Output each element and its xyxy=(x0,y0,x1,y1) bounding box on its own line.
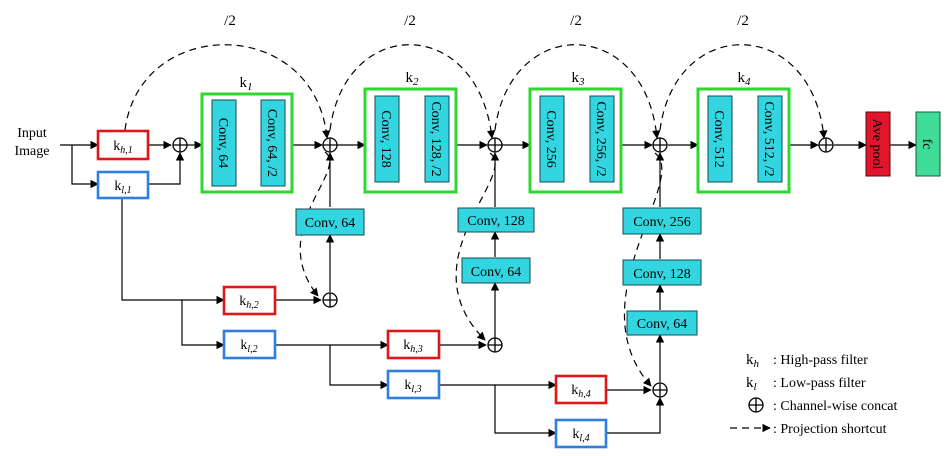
conv-block xyxy=(626,310,698,336)
low-pass-filter-box xyxy=(386,369,441,400)
conv-label: Conv, 64 xyxy=(471,265,521,280)
stage-4: k4 Conv, 512 Conv, 512, /2 xyxy=(696,70,791,194)
filter-kh1: kh,1 xyxy=(96,129,150,161)
high-pass-filter-box xyxy=(96,129,150,161)
filter-label: kh,1 xyxy=(113,139,133,156)
legend-low-symbol: kl xyxy=(746,375,757,393)
branch-3-convs: Conv, 64 Conv, 128 Conv, 256 xyxy=(622,207,702,336)
concat-node xyxy=(322,292,338,308)
conv-label: Conv, 128 xyxy=(467,214,524,229)
shortcut-label-4: /2 xyxy=(737,13,749,29)
ave-pool-block: Ave pool xyxy=(865,111,891,177)
conv-label: Conv, 128, /2 xyxy=(428,101,443,176)
filter-kl1: kl,1 xyxy=(96,170,150,200)
input-label-line1: Input xyxy=(17,126,47,141)
conv-block xyxy=(295,208,365,236)
filter-label: kh,3 xyxy=(403,338,423,355)
stage-frame xyxy=(696,87,791,194)
legend-concat-icon xyxy=(748,397,764,413)
legend-high-symbol: kh xyxy=(746,352,760,370)
conv-label: Conv, 64, /2 xyxy=(264,109,279,177)
filter-label: kl,2 xyxy=(240,338,257,355)
input-label-line2: Image xyxy=(15,144,50,159)
stage-label: k4 xyxy=(738,70,752,88)
stage-label: k3 xyxy=(572,70,586,88)
ave-pool-label: Ave pool xyxy=(869,119,884,170)
stage-frame xyxy=(200,92,294,194)
filter-label: kl,1 xyxy=(114,179,131,196)
filter-label: kl,4 xyxy=(572,427,589,444)
concat-node xyxy=(322,137,338,153)
filter-kl2: kl,2 xyxy=(222,329,277,360)
filter-kh2: kh,2 xyxy=(222,285,277,316)
ave-pool-box xyxy=(865,111,891,177)
projection-shortcuts: /2 /2 /2 /2 xyxy=(124,13,828,387)
shortcut-label-1: /2 xyxy=(224,13,236,29)
conv-label: Conv, 64 xyxy=(215,118,230,168)
stage-frame xyxy=(363,87,458,194)
legend-concat-text: : Channel-wise concat xyxy=(773,399,898,414)
filter-kl3: kl,3 xyxy=(386,369,441,400)
fc-box xyxy=(915,111,941,177)
conv-block xyxy=(539,95,565,183)
conv-label: Conv, 64 xyxy=(305,216,355,231)
stage-label: k2 xyxy=(406,70,420,88)
filter-label: kh,4 xyxy=(571,383,591,400)
conv-block xyxy=(707,95,733,183)
concat-node xyxy=(652,137,668,153)
concat-node xyxy=(652,382,668,398)
conv-block xyxy=(622,259,702,286)
legend-low-text: : Low-pass filter xyxy=(773,376,866,391)
conv-block xyxy=(260,99,286,187)
fc-block: fc xyxy=(915,111,941,177)
conv-label: Conv, 512 xyxy=(711,110,726,167)
stage-label: k1 xyxy=(240,75,253,93)
concat-node xyxy=(487,137,503,153)
stage-3: k3 Conv, 256 Conv, 256, /2 xyxy=(528,70,623,194)
conv-block xyxy=(374,95,400,183)
high-pass-filter-box xyxy=(386,329,441,360)
conv-label: Conv, 128 xyxy=(633,267,690,282)
low-pass-filter-box xyxy=(96,170,150,200)
conv-label: Conv, 512, /2 xyxy=(761,101,776,176)
conv-block xyxy=(622,207,702,235)
conv-label: Conv, 256, /2 xyxy=(593,101,608,176)
branch-1-convs: Conv, 64 xyxy=(295,208,365,236)
conv-block xyxy=(211,99,237,187)
low-pass-filter-box xyxy=(554,418,608,449)
legend-high-text: : High-pass filter xyxy=(773,353,868,368)
conv-block xyxy=(589,95,615,183)
legend-shortcut-text: : Projection shortcut xyxy=(773,422,887,437)
fc-label: fc xyxy=(919,139,934,150)
branch-2-convs: Conv, 64 Conv, 128 xyxy=(457,207,535,284)
legend: kh : High-pass filter kl : Low-pass filt… xyxy=(730,352,898,437)
high-pass-filter-box xyxy=(554,374,608,405)
filter-kl4: kl,4 xyxy=(554,418,608,449)
shortcut-label-2: /2 xyxy=(404,13,416,29)
connection-lines xyxy=(60,140,917,438)
conv-block xyxy=(461,257,531,284)
concat-node xyxy=(487,337,503,353)
conv-label: Conv, 256 xyxy=(633,215,690,230)
conv-label: Conv, 64 xyxy=(637,317,687,332)
concat-node xyxy=(172,137,188,153)
conv-label: Conv, 128 xyxy=(378,110,393,167)
concat-node xyxy=(818,137,834,153)
conv-block xyxy=(424,95,450,183)
conv-label: Conv, 256 xyxy=(543,110,558,167)
filter-label: kh,2 xyxy=(239,294,259,311)
shortcut-label-3: /2 xyxy=(570,13,582,29)
stage-1: k1 Conv, 64 Conv, 64, /2 xyxy=(200,75,294,194)
low-pass-filter-box xyxy=(222,329,277,360)
conv-block xyxy=(757,95,783,183)
concat-nodes xyxy=(172,137,834,398)
high-pass-filter-box xyxy=(222,285,277,316)
filter-label: kl,3 xyxy=(404,378,421,395)
conv-block xyxy=(457,207,535,233)
filter-kh4: kh,4 xyxy=(554,374,608,405)
stage-frame xyxy=(528,87,623,194)
stage-2: k2 Conv, 128 Conv, 128, /2 xyxy=(363,70,458,194)
filter-kh3: kh,3 xyxy=(386,329,441,360)
